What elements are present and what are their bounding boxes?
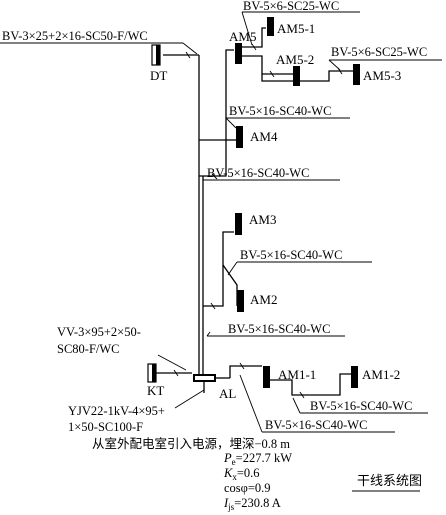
panel-label-am1-1: AM1-1	[278, 367, 316, 382]
cable-label-am1-2: BV-5×16-SC40-WC	[310, 399, 412, 413]
panel-label-am5-1: AM5-1	[277, 21, 315, 36]
param-pe: Pe=227.7 kW	[223, 451, 292, 467]
cable-label-incoming-1: YJV22-1kV-4×95+	[68, 404, 165, 418]
param-kx: Kx=0.6	[223, 466, 260, 482]
main-riser	[198, 55, 226, 374]
panel-label-am4: AM4	[250, 129, 278, 144]
cable-label-riser: BV-5×16-SC40-WC	[207, 166, 309, 180]
am5-3-panel	[353, 64, 360, 85]
am5-panel	[235, 43, 242, 64]
am3-panel	[235, 213, 242, 235]
cable-label-am2: BV-5×16-SC40-WC	[228, 322, 330, 336]
cable-label-am5-1: BV-5×6-SC25-WC	[243, 0, 339, 13]
panel-label-al: AL	[219, 386, 236, 401]
panel-label-am1-2: AM1-2	[362, 367, 400, 382]
am5-2-panel	[293, 66, 300, 86]
panel-label-kt: KT	[147, 383, 164, 398]
am4-branch	[225, 117, 350, 148]
cable-label-am4: BV-5×16-SC40-WC	[229, 104, 331, 118]
panel-label-am5-2: AM5-2	[276, 52, 314, 67]
am5-branch	[199, 11, 442, 180]
cable-label-am3: BV-5×16-SC40-WC	[240, 248, 342, 262]
diagram-title: 干线系统图	[357, 473, 422, 488]
panel-label-am5-3: AM5-3	[363, 68, 401, 83]
am5-1-panel	[267, 17, 274, 36]
source-note: 从室外配电室引入电源，埋深−0.8 m	[92, 436, 290, 451]
param-cos: cosφ=0.9	[224, 481, 271, 495]
am2-panel	[237, 290, 244, 312]
param-ijs: Ijs=230.8 A	[223, 496, 281, 512]
panel-label-dt: DT	[150, 68, 167, 83]
panel-label-am3: AM3	[249, 212, 276, 227]
kt-branch	[147, 354, 192, 383]
cable-label-incoming-2: 1×50-SC100-F	[68, 420, 143, 434]
am1-2-panel	[351, 366, 358, 388]
am3-am2-branch	[203, 213, 372, 312]
cable-label-am1-1: BV-5×16-SC40-WC	[265, 418, 367, 432]
cable-label-am5-3: BV-5×6-SC25-WC	[331, 45, 427, 59]
dt-branch	[0, 42, 199, 66]
panel-label-am5: AM5	[229, 29, 256, 44]
cable-label-dt: BV-3×25+2×16-SC50-F/WC	[2, 29, 148, 43]
am1-branch	[216, 362, 428, 433]
am4-panel	[236, 126, 243, 148]
cable-label-kt-1: VV-3×95+2×50-	[57, 325, 141, 339]
panel-label-am2: AM2	[250, 292, 277, 307]
am1-1-panel	[263, 366, 270, 388]
cable-label-kt-2: SC80-F/WC	[57, 342, 120, 356]
